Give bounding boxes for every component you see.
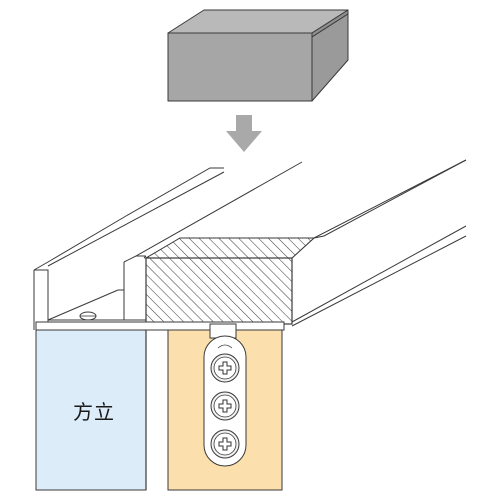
hatched-section <box>144 237 316 325</box>
post-label: 方立 <box>73 400 115 424</box>
cap-right-face <box>311 13 349 102</box>
cap-front-face <box>167 32 313 102</box>
hatched-front <box>145 257 293 325</box>
rail-top <box>33 159 467 330</box>
hatched-top <box>144 237 316 259</box>
post <box>35 329 147 491</box>
cap-piece <box>167 9 349 102</box>
post-body <box>35 329 147 491</box>
phillips-screw-icon <box>210 391 240 421</box>
metal-strap <box>203 335 247 467</box>
phillips-screw-icon <box>210 429 240 459</box>
channel-fastener <box>79 311 97 321</box>
phillips-screw-icon <box>210 353 240 383</box>
base-plate <box>35 321 285 339</box>
down-arrow-icon <box>226 115 262 152</box>
